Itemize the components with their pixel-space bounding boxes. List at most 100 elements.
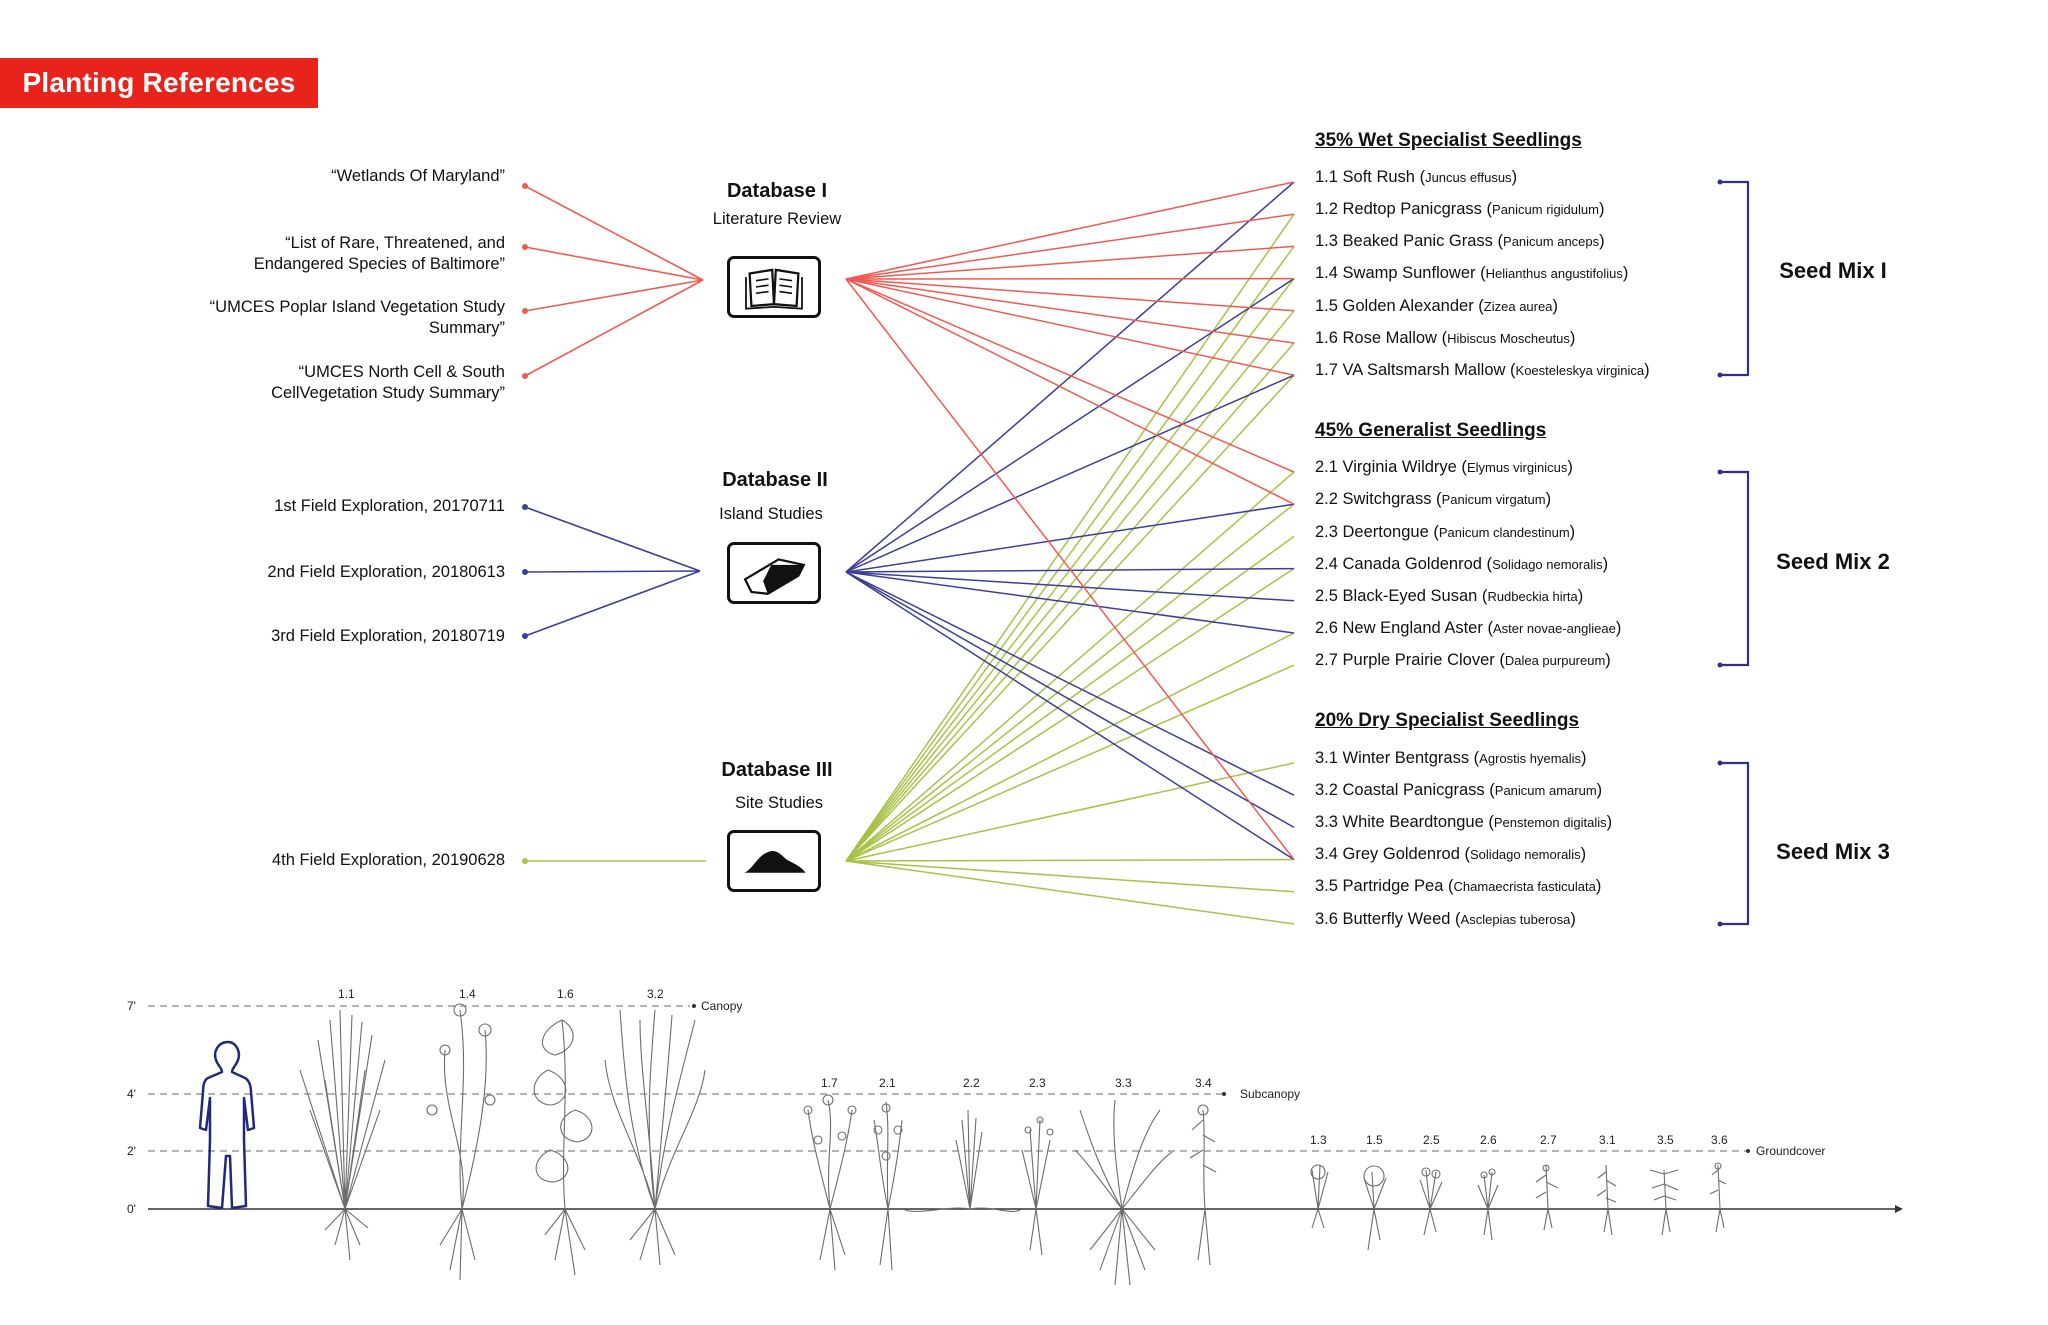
species-1-3: 1.3 Beaked Panic Grass (Panicum anceps) [1315,232,1605,250]
level-name-subcanopy: Subcanopy [1240,1087,1300,1101]
plant-label: 1.4 [459,987,476,1001]
group-1-title: 35% Wet Specialist Seedlings [1315,130,1582,151]
plant-label: 3.3 [1115,1076,1132,1090]
literature-species-line [845,278,1295,344]
species-3-6: 3.6 Butterfly Weed (Asclepias tuberosa) [1315,910,1576,928]
plant-label: 1.3 [1310,1133,1327,1147]
level-label-2ft: 2' [127,1144,136,1158]
plant-label: 1.1 [338,987,355,1001]
site-species-line [845,213,1295,862]
book-icon [727,256,821,318]
bracket-dot [1717,372,1723,378]
species-2-6: 2.6 New England Aster (Aster novae-angli… [1315,619,1622,637]
source-literature-3: “UMCES Poplar Island Vegetation Study Su… [209,298,505,337]
database-1-title: Database I [726,180,828,202]
site-species-line [845,342,1295,862]
plant-label: 2.5 [1423,1133,1440,1147]
person-scale-icon [198,1040,256,1210]
source-island-2: 2nd Field Exploration, 20180613 [267,563,505,581]
species-1-5: 1.5 Golden Alexander (Zizea aurea) [1315,297,1558,315]
plant-label: 3.5 [1657,1133,1674,1147]
database-3-title: Database III [721,759,833,781]
species-3-5: 3.5 Partridge Pea (Chamaecrista fasticul… [1315,877,1602,895]
island-species-line [845,503,1295,573]
island-source-dot [522,569,528,575]
literature-source-dot [522,244,528,250]
site-source-dot [522,858,528,864]
literature-source-line [524,279,704,377]
island-species-line [845,277,1295,573]
plant-label: 1.7 [821,1076,838,1090]
bracket-dot [1717,760,1723,766]
group-3-title: 20% Dry Specialist Seedlings [1315,710,1580,731]
literature-species-line [845,278,1295,312]
group-2-title: 45% Generalist Seedlings [1315,420,1547,441]
island-species-line [845,181,1295,573]
site-species-line [845,632,1295,862]
site-species-line [845,664,1295,862]
source-literature-4: “UMCES North Cell & South CellVegetation… [271,363,505,402]
plant-label: 3.2 [647,987,664,1001]
source-literature-2: “List of Rare, Threatened, and Endangere… [253,234,505,273]
site-species-line [845,503,1295,862]
seed-mix-bracket [1720,761,1750,926]
literature-species-line [845,278,1295,473]
literature-source-dot [522,308,528,314]
literature-source-dot [522,183,528,189]
level-name-canopy: Canopy [701,999,742,1013]
source-island-3: 3rd Field Exploration, 20180719 [271,627,505,645]
literature-species-line [845,245,1295,280]
species-1-1: 1.1 Soft Rush (Juncus effusus) [1315,168,1518,186]
eraser-icon [727,542,821,604]
species-1-7: 1.7 VA Saltsmarsh Mallow (Koesteleskya v… [1315,361,1650,379]
island-source-line [524,570,701,637]
literature-species-line [845,278,1295,861]
species-3-3: 3.3 White Beardtongue (Penstemon digital… [1315,813,1613,831]
plant-label: 3.1 [1599,1133,1616,1147]
plant-height-diagram: 7' 4' 2' 0' Canopy Subcanopy Groundcover… [127,987,1903,1286]
plant-label: 1.6 [557,987,574,1001]
source-site-1: 4th Field Exploration, 20190628 [272,851,505,869]
level-label-7ft: 7' [127,999,136,1013]
species-1-6: 1.6 Rose Mallow (Hibiscus Moscheutus) [1315,329,1576,347]
island-species-line [845,567,1295,573]
literature-source-line [524,246,704,281]
seed-mix-1-label: Seed Mix I [1779,258,1887,283]
species-3-2: 3.2 Coastal Panicgrass (Panicum amarum) [1315,781,1603,799]
plant-illustrations [299,1003,1727,1286]
species-3-4: 3.4 Grey Goldenrod (Solidago nemoralis) [1315,845,1587,863]
island-source-line [524,570,701,573]
database-2-subtitle: Island Studies [719,505,823,523]
island-species-line [845,571,1295,829]
literature-species-line [845,278,1295,376]
species-1-4: 1.4 Swamp Sunflower (Helianthus angustif… [1315,264,1629,282]
plant-label: 1.5 [1366,1133,1383,1147]
site-species-line [845,278,1295,862]
species-2-3: 2.3 Deertongue (Panicum clandestinum) [1315,523,1576,541]
bracket-dot [1717,469,1723,475]
plant-label: 2.6 [1480,1133,1497,1147]
plant-label: 2.2 [963,1076,980,1090]
island-species-line [845,571,1295,796]
source-literature-1: “Wetlands Of Maryland” [331,167,505,185]
seed-mix-bracket [1720,180,1750,377]
plant-label: 2.3 [1029,1076,1046,1090]
seed-mix-bracket [1720,470,1750,667]
bracket-dot [1717,921,1723,927]
plant-label: 2.1 [879,1076,896,1090]
species-2-4: 2.4 Canada Goldenrod (Solidago nemoralis… [1315,555,1609,573]
plant-label: 3.4 [1195,1076,1212,1090]
island-species-line [845,571,1295,861]
site-species-line [845,374,1295,862]
plant-label: 2.7 [1540,1133,1557,1147]
seed-mix-3-label: Seed Mix 3 [1776,839,1890,864]
species-2-7: 2.7 Purple Prairie Clover (Dalea purpure… [1315,651,1611,669]
level-label-4ft: 4' [127,1087,136,1101]
site-species-line [845,471,1295,862]
species-3-1: 3.1 Winter Bentgrass (Agrostis hyemalis) [1315,749,1587,767]
site-species-line [845,762,1295,862]
mound-icon [727,830,821,892]
species-2-5: 2.5 Black-Eyed Susan (Rudbeckia hirta) [1315,587,1584,605]
island-source-dot [522,504,528,510]
site-species-line [845,535,1295,862]
